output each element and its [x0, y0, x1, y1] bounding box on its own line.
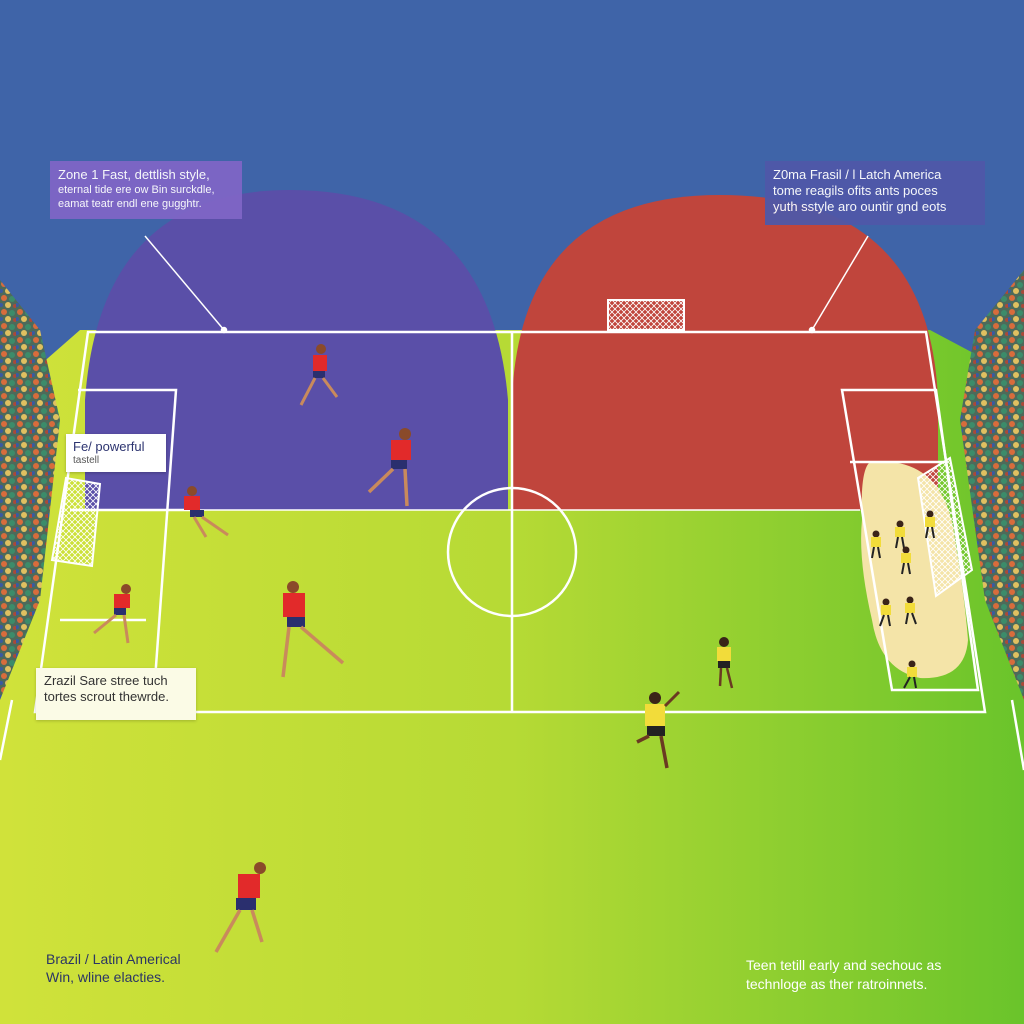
annotation-pointers — [144, 235, 869, 334]
zone2-line2: tome reagils ofits ants poces — [773, 183, 938, 198]
street-line1: Zrazil Sare stree tuch — [44, 673, 168, 688]
brazil-line1: Brazil / Latin Americal — [46, 951, 181, 967]
goal-far — [607, 299, 685, 331]
yellow-player — [895, 520, 905, 549]
zone1-line3: eamat teatr endl ene gugghtr. — [58, 198, 202, 210]
crowd-right — [960, 270, 1024, 700]
zone2-line3: yuth sstyle aro ountir gnd eots — [773, 199, 947, 214]
zone1-line1: Zone 1 Fast, dettlish style, — [58, 167, 210, 182]
teen-line1: Teen tetill early and sechouc as — [746, 957, 942, 973]
yellow-player — [905, 596, 917, 625]
teen-caption: Teen tetill early and sechouc as technlo… — [746, 956, 941, 994]
powerful-line1: Fe/ powerful — [73, 439, 145, 454]
crowd-left — [0, 280, 60, 700]
red-player — [367, 428, 411, 507]
red-player — [184, 486, 229, 538]
teen-line2: technloge as ther ratroinnets. — [746, 976, 928, 992]
street-line2: tortes scrout thewrde. — [44, 689, 169, 704]
yellow-player — [871, 530, 881, 559]
zone2-annotation: Z0ma Frasil / l Latch America tome reagi… — [765, 161, 985, 225]
zone1-line2: eternal tide ere ow Bin surckdle, — [58, 184, 215, 196]
yellow-player — [717, 637, 734, 689]
yellow-player — [879, 598, 891, 627]
red-player — [299, 344, 339, 406]
zone2-area — [512, 195, 938, 510]
goal-right — [916, 456, 974, 598]
red-player — [214, 862, 266, 953]
yellow-player — [901, 546, 911, 575]
street-annotation: Zrazil Sare stree tuch tortes scrout the… — [36, 668, 196, 720]
goal-left — [50, 476, 102, 568]
yellow-player — [903, 660, 917, 689]
yellow-player — [925, 510, 935, 539]
zone1-annotation: Zone 1 Fast, dettlish style, eternal tid… — [50, 161, 242, 219]
brazil-line2: Win, wline elacties. — [46, 969, 166, 985]
zone2-line1: Z0ma Frasil / l Latch America — [773, 167, 942, 182]
red-team — [93, 344, 411, 953]
yellow-team — [636, 510, 935, 769]
brazil-caption: Brazil / Latin Americal Win, wline elact… — [46, 950, 181, 986]
powerful-annotation: Fe/ powerful tastell — [66, 434, 166, 472]
yellow-player — [636, 690, 681, 769]
red-player — [281, 581, 345, 678]
pitch-lines — [0, 330, 1024, 771]
red-player — [93, 584, 131, 644]
powerful-line2: tastell — [73, 455, 100, 466]
